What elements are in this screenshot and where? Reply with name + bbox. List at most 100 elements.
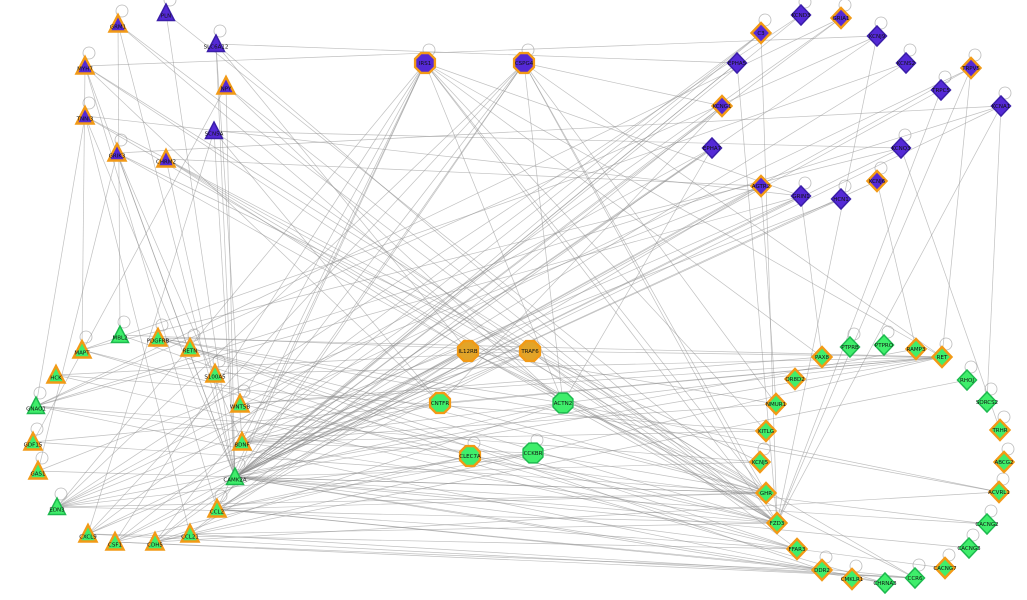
node-RAMP3[interactable]: RAMP3 — [904, 337, 928, 361]
node-HCN1[interactable]: HCN1 — [830, 187, 852, 211]
node-HCK[interactable]: HCK — [45, 363, 67, 384]
diamond-node-shape[interactable] — [754, 419, 778, 443]
triangle-node-shape[interactable] — [215, 74, 237, 95]
node-CLEC7A[interactable]: CLEC7A — [458, 444, 482, 468]
diamond-node-shape[interactable] — [790, 184, 812, 208]
node-EPHA5[interactable]: EPHA5 — [726, 51, 748, 75]
diamond-node-shape[interactable] — [959, 56, 983, 80]
triangle-node-shape[interactable] — [144, 530, 166, 551]
node-CMKLR1[interactable]: CMKLR1 — [840, 567, 864, 591]
node-WNT5B[interactable]: WNT5B — [229, 392, 251, 413]
triangle-node-shape[interactable] — [206, 33, 226, 53]
node-CXCL9[interactable]: CXCL9 — [77, 522, 99, 543]
octagon-node-shape[interactable] — [512, 51, 536, 75]
octagon-node-shape[interactable] — [522, 442, 544, 464]
triangle-node-shape[interactable] — [179, 336, 201, 357]
diamond-node-shape[interactable] — [749, 174, 773, 198]
triangle-node-shape[interactable] — [155, 147, 177, 168]
node-FZD3[interactable]: FZD3 — [765, 511, 789, 535]
triangle-node-shape[interactable] — [179, 522, 201, 543]
node-PAX8[interactable]: PAX8 — [810, 345, 834, 369]
node-GAS1[interactable]: GAS1 — [27, 459, 49, 480]
octagon-node-shape[interactable] — [458, 444, 482, 468]
diamond-node-shape[interactable] — [930, 78, 952, 102]
node-NMUR1[interactable]: NMUR1 — [764, 392, 788, 416]
diamond-node-shape[interactable] — [976, 390, 998, 414]
node-CACNG3[interactable]: CACNG3 — [957, 536, 981, 560]
node-CCKBR[interactable]: CCKBR — [522, 442, 544, 464]
triangle-node-shape[interactable] — [156, 2, 176, 22]
diamond-node-shape[interactable] — [840, 567, 864, 591]
node-KCNA1[interactable]: KCNA1 — [990, 94, 1012, 118]
node-PDGFRB[interactable]: PDGFRB — [147, 326, 170, 347]
node-NPY[interactable]: NPY — [215, 74, 237, 95]
diamond-node-shape[interactable] — [785, 537, 809, 561]
diamond-node-shape[interactable] — [839, 335, 861, 359]
octagon-node-shape[interactable] — [456, 339, 480, 363]
node-PLN[interactable]: PLN — [156, 2, 176, 22]
node-GDF15[interactable]: GDF15 — [22, 430, 44, 451]
diamond-node-shape[interactable] — [895, 51, 917, 75]
node-CCL2[interactable]: CCL2 — [206, 497, 228, 518]
node-CACNG2[interactable]: CACNG2 — [975, 512, 999, 536]
node-CNTFR[interactable]: CNTFR — [428, 391, 452, 415]
node-CHRNA3[interactable]: CHRNA3 — [873, 571, 897, 595]
triangle-node-shape[interactable] — [225, 466, 245, 486]
node-AGTR2[interactable]: AGTR2 — [749, 174, 773, 198]
node-TRAF6[interactable]: TRAF6 — [518, 339, 542, 363]
node-CSF1[interactable]: CSF1 — [104, 530, 126, 551]
diamond-node-shape[interactable] — [992, 450, 1016, 474]
diamond-node-shape[interactable] — [990, 94, 1012, 118]
diamond-node-shape[interactable] — [765, 511, 789, 535]
triangle-node-shape[interactable] — [104, 530, 126, 551]
diamond-node-shape[interactable] — [958, 536, 980, 560]
diamond-node-shape[interactable] — [890, 136, 912, 160]
node-KCNJ6[interactable]: KCNJ6 — [865, 169, 889, 193]
diamond-node-shape[interactable] — [701, 136, 723, 160]
node-RETN[interactable]: RETN — [179, 336, 201, 357]
node-CACNG7[interactable]: CACNG7 — [933, 556, 957, 580]
node-CHRM2[interactable]: CHRM2 — [155, 147, 177, 168]
node-OR8D2[interactable]: OR8D2 — [783, 367, 807, 391]
diamond-node-shape[interactable] — [749, 21, 773, 45]
node-RHOJ[interactable]: RHOJ — [956, 368, 978, 392]
node-GRM1[interactable]: GRM1 — [107, 12, 129, 33]
triangle-node-shape[interactable] — [71, 338, 93, 359]
node-KCNG1[interactable]: KCNG1 — [710, 94, 734, 118]
node-KCNJ9[interactable]: KCNJ9 — [866, 24, 888, 48]
node-GRIN1[interactable]: GRIN1 — [790, 184, 812, 208]
node-IL12RB2[interactable]: IL12RB — [456, 339, 480, 363]
diamond-node-shape[interactable] — [976, 512, 998, 536]
triangle-node-shape[interactable] — [147, 326, 169, 347]
node-IRS1[interactable]: IRS1 — [413, 51, 437, 75]
triangle-node-shape[interactable] — [74, 54, 96, 75]
diamond-node-shape[interactable] — [754, 481, 778, 505]
triangle-node-shape[interactable] — [106, 141, 128, 162]
diamond-node-shape[interactable] — [933, 556, 957, 580]
octagon-node-shape[interactable] — [552, 392, 574, 414]
diamond-node-shape[interactable] — [748, 450, 772, 474]
diamond-node-shape[interactable] — [873, 333, 895, 357]
triangle-node-shape[interactable] — [26, 395, 46, 415]
node-TRPV5[interactable]: TRPV5 — [959, 56, 983, 80]
diamond-node-shape[interactable] — [810, 558, 834, 582]
node-KCNJ5[interactable]: KCNJ5 — [748, 450, 772, 474]
triangle-node-shape[interactable] — [204, 120, 224, 140]
node-C3[interactable]: C3 — [749, 21, 773, 45]
diamond-node-shape[interactable] — [904, 337, 928, 361]
node-EPHA7[interactable]: EPHA7 — [701, 136, 723, 160]
triangle-node-shape[interactable] — [47, 496, 67, 516]
node-CSPG4[interactable]: CSPG4 — [512, 51, 536, 75]
diamond-node-shape[interactable] — [956, 368, 978, 392]
diamond-node-shape[interactable] — [783, 367, 807, 391]
triangle-node-shape[interactable] — [77, 522, 99, 543]
triangle-node-shape[interactable] — [22, 430, 44, 451]
triangle-node-shape[interactable] — [229, 392, 251, 413]
node-GRIK3[interactable]: GRIK3 — [106, 141, 128, 162]
node-TRPC5[interactable]: TRPC5 — [930, 78, 952, 102]
node-ACVRL1[interactable]: ACVRL1 — [987, 480, 1011, 504]
node-SCN5A[interactable]: SCN5A — [204, 120, 224, 140]
node-DDR2[interactable]: DDR2 — [810, 558, 834, 582]
octagon-node-shape[interactable] — [518, 339, 542, 363]
diamond-node-shape[interactable] — [710, 94, 734, 118]
